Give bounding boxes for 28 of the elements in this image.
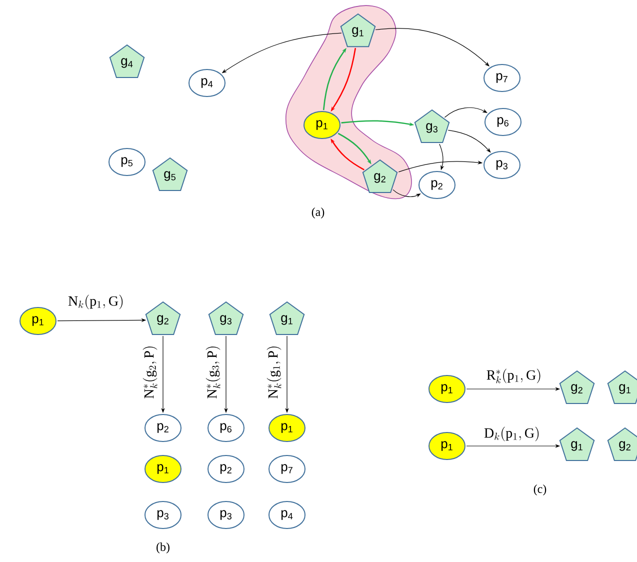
circle-node: p$_{4}$ <box>268 501 306 529</box>
edge-label: $\mathrm{R}^{*}_{k}(\mathrm{p}_{1},\mathrm{G})$ <box>486 368 540 384</box>
circle-node: p$_{1}$ <box>428 375 466 403</box>
edge-label: $\mathrm{N}^{*}_{k}(\mathrm{g}_{3},\mathrm{P})$ <box>206 346 220 398</box>
circle-node: p$_{6}$ <box>208 414 244 442</box>
circle-node: p$_{2}$ <box>144 414 182 442</box>
caption: (c) <box>534 484 546 496</box>
circle-node: p$_{5}$ <box>108 148 146 176</box>
circle-node: p$_{2}$ <box>208 455 244 483</box>
edge-label: $\mathrm{D}_{k}(\mathrm{p}_{1},\mathrm{G})$ <box>484 426 539 442</box>
edge-label: $\mathrm{N}_{k}(\mathrm{p}_{1},\mathrm{G})$ <box>68 294 123 310</box>
caption: (b) <box>156 542 170 554</box>
circle-node: p$_{2}$ <box>418 171 456 199</box>
circle-node: p$_{3}$ <box>484 151 520 179</box>
caption: (a) <box>312 208 324 218</box>
circle-node: p$_{1}$ <box>268 414 306 442</box>
circle-node: p$_{7}$ <box>268 455 306 483</box>
circle-node: p$_{7}$ <box>484 64 520 92</box>
circle-node: p$_{1}$ <box>304 111 340 139</box>
circle-node: p$_{1}$ <box>20 307 56 335</box>
edge-label: $\mathrm{N}^{*}_{k}(\mathrm{g}_{2},\mathrm{P})$ <box>142 346 158 398</box>
circle-node: p$_{6}$ <box>484 108 522 136</box>
circle-node: p$_{3}$ <box>208 501 244 529</box>
circle-node: p$_{1}$ <box>144 455 182 483</box>
circle-node: p$_{4}$ <box>188 69 226 97</box>
circle-node: p$_{3}$ <box>144 501 182 529</box>
circle-node: p$_{1}$ <box>428 432 466 460</box>
edge-label: $\mathrm{N}^{*}_{k}(\mathrm{g}_{1},\mathrm{P})$ <box>266 346 282 398</box>
